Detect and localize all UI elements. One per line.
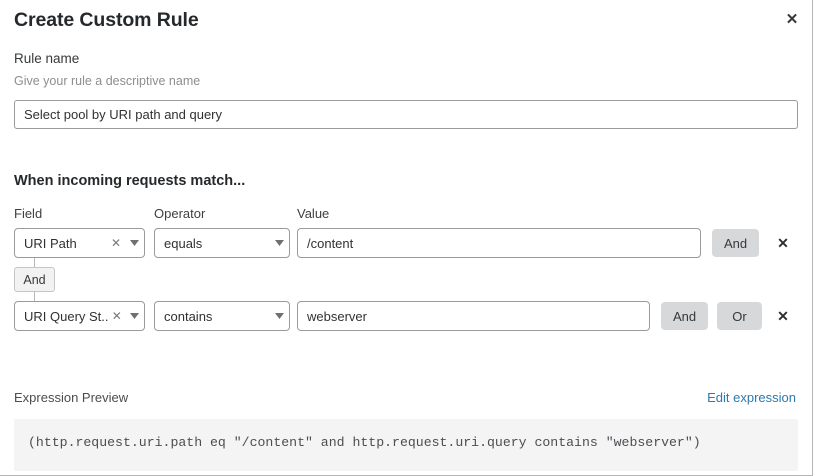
close-small-icon[interactable]: ✕	[110, 236, 121, 250]
group-connector-and[interactable]: And	[14, 267, 55, 292]
column-header-operator: Operator	[154, 206, 206, 221]
close-small-icon[interactable]: ✕	[111, 309, 122, 323]
connector-line-top	[34, 258, 35, 268]
operator-select-label-1: contains	[164, 308, 213, 324]
and-button-1[interactable]: And	[661, 302, 708, 330]
operator-select-label-0: equals	[164, 235, 203, 251]
or-button-1[interactable]: Or	[717, 302, 762, 330]
field-select-label-0: URI Path	[24, 235, 77, 251]
chevron-down-icon[interactable]	[269, 313, 289, 319]
column-header-field: Field	[14, 206, 43, 221]
field-select-1[interactable]: URI Query St... ✕	[14, 301, 145, 331]
delete-condition-button-1[interactable]: ✕	[772, 301, 794, 331]
column-header-value: Value	[297, 206, 330, 221]
expression-preview-box: (http.request.uri.path eq "/content" and…	[14, 419, 798, 471]
chevron-down-icon[interactable]	[124, 240, 144, 246]
rule-name-hint: Give your rule a descriptive name	[14, 74, 201, 88]
match-section-heading: When incoming requests match...	[14, 173, 246, 189]
edit-expression-link[interactable]: Edit expression	[707, 390, 796, 405]
operator-select-0[interactable]: equals	[154, 228, 290, 258]
expression-preview-text: (http.request.uri.path eq "/content" and…	[28, 435, 701, 450]
value-input-1[interactable]	[297, 301, 650, 331]
page-title: Create Custom Rule	[14, 9, 199, 31]
field-select-0[interactable]: URI Path ✕	[14, 228, 145, 258]
and-button-0[interactable]: And	[712, 229, 759, 257]
rule-name-label: Rule name	[14, 51, 80, 66]
rule-name-input[interactable]	[14, 100, 798, 129]
chevron-down-icon[interactable]	[125, 313, 144, 319]
field-select-label-1: URI Query St...	[24, 308, 109, 324]
expression-preview-label: Expression Preview	[14, 390, 129, 405]
close-icon[interactable]: ✕	[779, 6, 805, 32]
delete-condition-button-0[interactable]: ✕	[772, 228, 794, 258]
chevron-down-icon[interactable]	[269, 240, 289, 246]
connector-line-bottom	[34, 291, 35, 302]
operator-select-1[interactable]: contains	[154, 301, 290, 331]
value-input-0[interactable]	[297, 228, 701, 258]
